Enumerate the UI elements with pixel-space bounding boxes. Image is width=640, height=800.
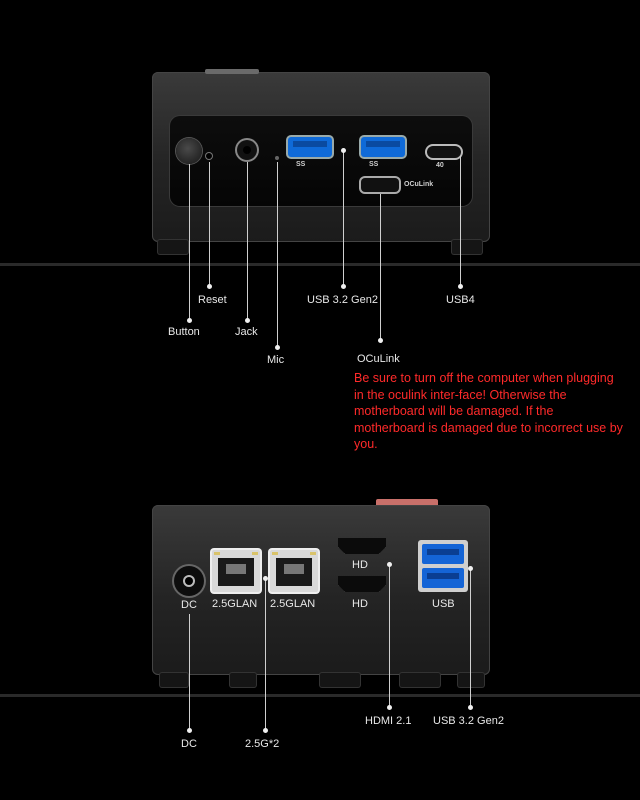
leader-line-dc: [189, 614, 190, 730]
leader-dot: [387, 562, 392, 567]
leader-dot: [387, 705, 392, 710]
callout-hdmi: HDMI 2.1: [365, 715, 412, 727]
device-foot: [320, 673, 360, 687]
lan-led: [310, 552, 316, 555]
device-foot: [452, 240, 482, 254]
leader-dot: [187, 728, 192, 733]
device-foot: [160, 673, 188, 687]
device-top-accent: [376, 499, 438, 507]
power-button[interactable]: [176, 138, 202, 164]
rear-label-usb: USB: [432, 598, 455, 610]
leader-dot: [263, 576, 268, 581]
rear-label-dc: DC: [181, 599, 197, 611]
label-jack: Jack: [235, 326, 258, 338]
leader-line-hdmi: [389, 564, 390, 708]
label-mic: Mic: [267, 354, 285, 366]
front-shelf-line: [0, 263, 640, 266]
lan-port-2[interactable]: [270, 550, 318, 592]
leader-line-button: [189, 164, 190, 320]
lan-socket: [218, 558, 254, 586]
leader-line-jack: [247, 162, 248, 319]
leader-line-reset: [209, 162, 210, 286]
label-usb32: USB 3.2 Gen2: [307, 294, 378, 306]
leader-line-oculink: [380, 194, 381, 340]
audio-jack-port[interactable]: [237, 140, 257, 160]
device-foot: [400, 673, 440, 687]
mic-hole: [275, 156, 279, 160]
rear-label-lan2: 2.5GLAN: [270, 598, 316, 610]
hdmi-port-2[interactable]: [338, 576, 386, 592]
device-foot: [158, 240, 188, 254]
label-reset: Reset: [198, 294, 227, 306]
label-oculink: OCuLink: [357, 353, 400, 365]
thunderbolt-logo: 40: [436, 162, 444, 169]
oculink-warning-text: Be sure to turn off the computer when pl…: [354, 371, 623, 451]
leader-dot: [187, 318, 192, 323]
rear-shelf-line: [0, 694, 640, 697]
device-top-vent: [205, 69, 259, 74]
usb-a-port-2[interactable]: [361, 137, 405, 157]
leader-line-mic: [277, 162, 278, 348]
device-foot: [458, 673, 484, 687]
dc-power-jack[interactable]: [174, 566, 204, 596]
leader-line-usb4: [460, 156, 461, 286]
usb-a-port-1[interactable]: [288, 137, 332, 157]
usb-ss-logo: SS: [369, 161, 379, 168]
rear-label-hd-top: HD: [352, 559, 368, 571]
lan-socket: [276, 558, 312, 586]
leader-line-usb32: [343, 150, 344, 285]
leader-dot: [341, 284, 346, 289]
oculink-port-text: OCuLink: [404, 181, 434, 188]
leader-line-lan: [265, 578, 266, 730]
leader-dot: [378, 338, 383, 343]
lan-led: [252, 552, 258, 555]
usb-a-port-rear-1[interactable]: [422, 544, 464, 564]
lan-port-1[interactable]: [212, 550, 260, 592]
label-usb4: USB4: [446, 294, 475, 306]
leader-dot: [245, 318, 250, 323]
lan-led: [214, 552, 220, 555]
oculink-port[interactable]: [361, 178, 399, 192]
front-io-panel: [170, 116, 472, 206]
reset-pinhole[interactable]: [206, 153, 212, 159]
lan-led: [272, 552, 278, 555]
rear-label-hd-bottom: HD: [352, 598, 368, 610]
leader-dot: [468, 566, 473, 571]
callout-lan: 2.5G*2: [245, 738, 280, 750]
leader-line-usb32-rear: [470, 568, 471, 708]
usb-a-port-rear-2[interactable]: [422, 568, 464, 588]
label-button: Button: [168, 326, 200, 338]
leader-dot: [458, 284, 463, 289]
leader-dot: [275, 345, 280, 350]
usb4-port[interactable]: [427, 146, 461, 158]
device-foot: [230, 673, 256, 687]
hdmi-port-1[interactable]: [338, 538, 386, 554]
leader-dot: [341, 148, 346, 153]
leader-dot: [468, 705, 473, 710]
usb-ss-logo: SS: [296, 161, 306, 168]
rear-label-lan1: 2.5GLAN: [212, 598, 258, 610]
callout-usb32-rear: USB 3.2 Gen2: [433, 715, 504, 727]
callout-dc: DC: [181, 738, 197, 750]
usb-a-stack: [418, 540, 468, 592]
leader-dot: [207, 284, 212, 289]
leader-dot: [263, 728, 268, 733]
